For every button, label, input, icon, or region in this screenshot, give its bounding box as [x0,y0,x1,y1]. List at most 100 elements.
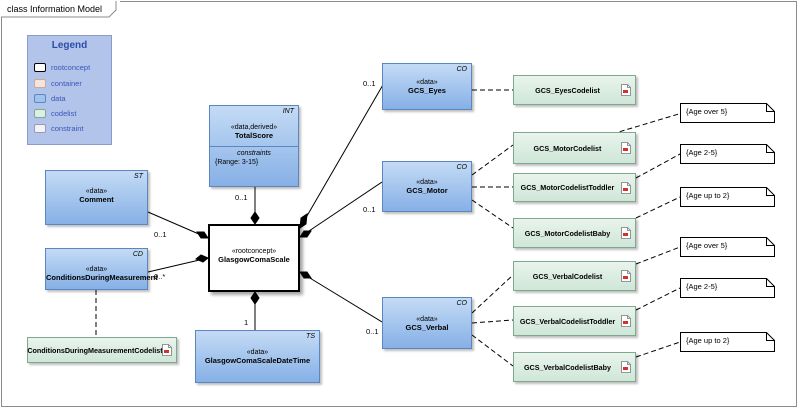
node-name: ConditionsDuringMeasurement [46,273,158,282]
node-total-score[interactable]: INT «data,derived» TotalScore constraint… [209,105,299,187]
node-glasgow-coma-scale[interactable]: «rootconcept» GlasgowComaScale [208,224,300,292]
node-comment[interactable]: ST «data» Comment [45,170,148,225]
codelist-name: GCS_VerbalCodelistToddler [519,316,616,326]
diamond-motor [299,230,312,238]
codelist-gcs-motor-toddler[interactable]: GCS_MotorCodelistToddler [513,173,636,202]
dep-verbal-toddler [471,319,514,324]
document-icon [621,84,631,96]
codelist-name: GCS_VerbalCodelistBaby [523,362,612,372]
diamond-verbal [299,271,312,279]
edge-motor-root [299,181,383,238]
legend-item-codelist: codelist [34,107,76,119]
stereotype-label: «data,derived» [230,124,278,131]
node-name: GCS_Eyes [408,86,446,95]
codelist-gcs-verbal[interactable]: GCS_VerbalCodelist [513,261,636,291]
codelist-name: GCS_MotorCodelistBaby [524,228,611,238]
codelist-gcs-verbal-baby[interactable]: GCS_VerbalCodelistBaby [513,352,636,382]
constraints-heading: constraints [237,150,271,157]
codelist-gcs-motor-baby[interactable]: GCS_MotorCodelistBaby [513,218,636,248]
multiplicity-datetime: 1 [244,318,249,327]
codelist-name: GCS_MotorCodelistToddler [520,183,615,192]
note-text: {Age over 5} [686,241,728,250]
anchor-motor-baby [635,196,681,219]
codelist-name: ConditionsDuringMeasurementCodelist [27,345,163,355]
diamond-comment [196,231,209,239]
note-shape [680,237,775,257]
anchor-verbal-adult [635,246,681,265]
multiplicity-verbal: 0..1 [366,327,379,336]
legend-swatch [34,108,46,118]
type-tag: ST [134,173,143,180]
document-icon [621,315,631,327]
node-name: GlasgowComaScale [218,255,290,264]
node-gcs-motor[interactable]: CO «data» GCS_Motor [382,161,472,212]
legend-label: constraint [51,123,84,133]
multiplicity-motor: 0..1 [363,205,376,214]
anchor-motor-toddler [635,153,681,179]
note-shape [680,144,775,164]
note-motor-age-up-to-2[interactable]: {Age up to 2} [680,187,775,207]
node-conditions-during-measurement[interactable]: CD «data» ConditionsDuringMeasurement [45,248,158,290]
codelist-name: GCS_VerbalCodelist [532,271,603,281]
note-shape [680,278,775,298]
multiplicity-comment: 0..1 [154,230,167,239]
codelist-name: GCS_EyesCodelist [535,85,600,95]
codelist-gcs-eyes[interactable]: GCS_EyesCodelist [513,75,636,105]
legend-item-data: data [34,92,66,104]
codelist-conditions-during-measurement[interactable]: ConditionsDuringMeasurementCodelist [27,337,177,363]
node-name: GCS_Motor [406,186,448,195]
legend-swatch [34,123,46,133]
node-glasgow-coma-scale-datetime[interactable]: TS «data» GlasgowComaScaleDateTime [195,330,320,383]
legend-title: Legend [51,40,88,51]
stereotype-label: «rootconcept» [231,248,277,255]
note-shape [680,187,775,207]
type-tag: CO [456,66,468,73]
note-verbal-age-2-5[interactable]: {Age 2-5} [680,278,775,298]
note-text: {Age 2-5} [686,282,718,291]
multiplicity-eyes: 0..1 [363,79,376,88]
note-verbal-age-up-to-2[interactable]: {Age up to 2} [680,332,775,352]
note-shape [680,332,775,352]
stereotype-label: «data» [416,79,438,86]
legend: Legend rootconcept container data codeli… [27,35,112,145]
legend-label: data [51,93,66,103]
note-motor-age-over-5[interactable]: {Age over 5} [680,103,775,123]
document-icon [621,227,631,239]
anchor-verbal-baby [635,341,681,358]
dep-motor-baby [471,199,514,229]
type-tag: CO [456,164,468,171]
multiplicity-total-score: 0..1 [235,193,248,202]
node-name: TotalScore [234,131,274,140]
codelist-gcs-motor[interactable]: GCS_MotorCodelist [513,132,636,164]
diamond-conditions [195,254,209,263]
node-gcs-verbal[interactable]: CO «data» GCS_Verbal [382,297,472,349]
document-icon [162,344,172,356]
legend-swatch [34,78,46,88]
frame-title: class Information Model [1,1,120,17]
stereotype-label: «data» [416,179,438,186]
codelist-name: GCS_MotorCodelist [533,143,602,153]
document-icon [621,361,631,373]
document-icon [621,181,631,194]
note-verbal-age-over-5[interactable]: {Age over 5} [680,237,775,257]
document-icon [621,270,631,282]
codelist-gcs-verbal-toddler[interactable]: GCS_VerbalCodelistToddler [513,306,636,336]
legend-label: rootconcept [51,62,91,72]
type-tag: CO [456,300,468,307]
dep-motor-codelist [471,144,514,176]
legend-swatch [34,93,46,103]
note-text: {Age over 5} [686,107,728,116]
legend-label: container [51,78,82,88]
type-tag: INT [282,108,294,115]
multiplicity-conditions: 0..* [154,272,166,281]
node-gcs-eyes[interactable]: CO «data» GCS_Eyes [382,63,472,110]
anchor-motor-adult [611,112,683,135]
note-motor-age-2-5[interactable]: {Age 2-5} [680,144,775,164]
dep-verbal-baby [471,334,514,367]
note-text: {Age up to 2} [686,191,730,200]
stereotype-label: «data» [416,316,438,323]
anchor-verbal-toddler [635,287,681,311]
diamond-datetime [250,291,260,305]
